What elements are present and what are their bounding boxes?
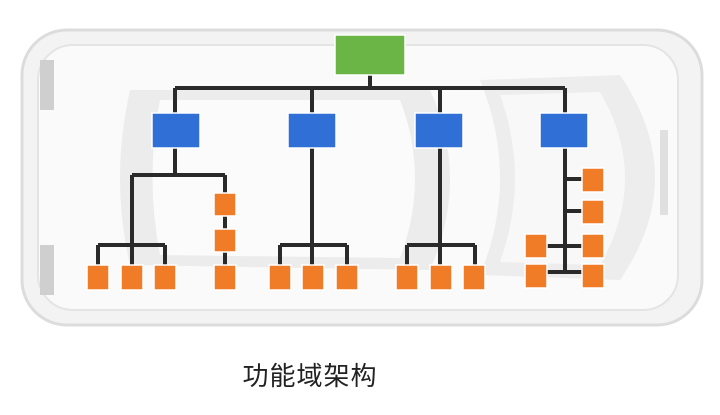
ecu-node xyxy=(268,264,292,291)
domain-controller-4 xyxy=(539,112,589,149)
ecu-node xyxy=(524,233,548,259)
ecu-node xyxy=(581,167,605,193)
ecu-node xyxy=(581,199,605,225)
ecu-node xyxy=(335,264,359,291)
ecu-node xyxy=(581,263,605,289)
domain-controller-1 xyxy=(151,112,201,149)
domain-controller-3 xyxy=(414,112,464,149)
ecu-node xyxy=(301,264,325,291)
ecu-node xyxy=(581,233,605,259)
ecu-node xyxy=(120,264,144,291)
ecu-node xyxy=(429,264,453,291)
ecu-node xyxy=(213,192,237,217)
diagram-nodes xyxy=(86,34,605,291)
ecu-node xyxy=(213,264,237,291)
ecu-node xyxy=(524,263,548,289)
central-compute-node xyxy=(334,34,406,76)
ecu-node xyxy=(462,264,486,291)
car-background xyxy=(20,28,704,327)
domain-controller-2 xyxy=(287,112,337,149)
ecu-node xyxy=(213,228,237,253)
diagram-caption: 功能域架构 xyxy=(242,362,378,392)
ecu-node xyxy=(86,264,110,291)
ecu-node xyxy=(395,264,419,291)
ecu-node xyxy=(153,264,177,291)
